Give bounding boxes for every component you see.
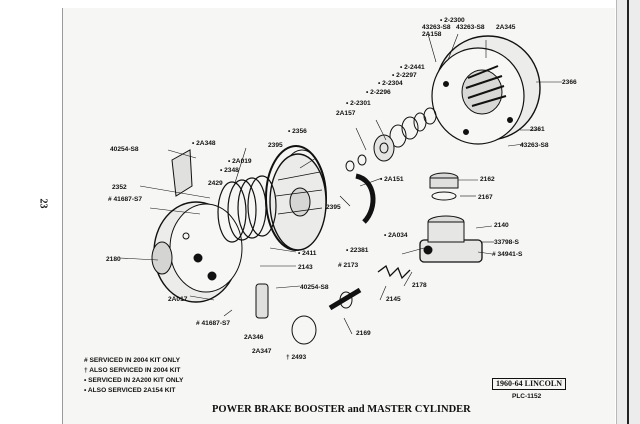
page-edge [616, 0, 640, 424]
part-label: 40254-S8 [110, 146, 139, 153]
part-label: 2A345 [496, 24, 516, 31]
part-label: • 2-2304 [378, 80, 403, 87]
part-label: 2A157 [336, 110, 356, 117]
part-label: 2162 [480, 176, 495, 183]
kit-legend: # SERVICED IN 2004 KIT ONLY † ALSO SERVI… [84, 356, 183, 396]
part-label: • 2348 [220, 167, 239, 174]
part-label: • 2-2301 [346, 100, 371, 107]
part-label: • 2A034 [384, 232, 408, 239]
part-label: • 2411 [298, 250, 317, 257]
part-label: • 2A019 [228, 158, 252, 165]
part-label: • 2A151 [380, 176, 404, 183]
part-label: • 22381 [346, 247, 369, 254]
part-label: 2180 [106, 256, 121, 263]
part-label: 2A346 [244, 334, 264, 341]
figure-caption: POWER BRAKE BOOSTER and MASTER CYLINDER [212, 404, 471, 415]
part-label: 2143 [298, 264, 313, 271]
master-cylinder [419, 172, 483, 263]
bracket-link [171, 149, 193, 197]
part-label: # 34941-S [492, 251, 523, 258]
part-label: • 2-2296 [366, 89, 391, 96]
lever-link [255, 283, 269, 319]
part-label: 2140 [494, 222, 509, 229]
gasket [291, 315, 317, 345]
part-label: 43263-S8 [520, 142, 549, 149]
part-label: 2395 [326, 204, 341, 211]
plate-code: PLC-1152 [512, 393, 542, 400]
part-label: 2145 [386, 296, 401, 303]
power-piston-plate [269, 153, 327, 251]
part-label: 33798-S [494, 239, 519, 246]
seal-ring-stack [345, 107, 437, 172]
part-label: 2361 [530, 126, 545, 133]
part-label: † 2493 [286, 354, 307, 361]
part-label: • 2-2300 [440, 17, 465, 24]
part-label: # 41687-S7 [196, 320, 231, 327]
part-label: 2429 [208, 180, 223, 187]
return-spring [217, 175, 277, 243]
push-rod [328, 287, 362, 311]
part-label: 43263-S8 [422, 24, 451, 31]
part-label: 2395 [268, 142, 283, 149]
part-label: 2178 [412, 282, 427, 289]
part-label: • 2A348 [192, 140, 216, 147]
vacuum-hose [355, 173, 376, 224]
part-label: 2366 [562, 79, 577, 86]
part-label: • 2-2297 [392, 72, 417, 79]
legend-item: # SERVICED IN 2004 KIT ONLY [84, 357, 181, 364]
part-label: 2352 [112, 184, 127, 191]
part-label: # 41687-S7 [108, 196, 143, 203]
legend-item: • ALSO SERVICED 2A154 KIT [84, 387, 176, 394]
piston-spring [377, 264, 411, 280]
legend-item: † ALSO SERVICED IN 2004 KIT [84, 367, 181, 374]
part-label: 2169 [356, 330, 371, 337]
part-label: 43263-S8 [456, 24, 485, 31]
model-year-box: 1960-64 LINCOLN [492, 378, 566, 390]
part-label: • 2356 [288, 128, 307, 135]
piston [339, 291, 353, 309]
front-booster-housing [151, 201, 243, 303]
part-label: • 2-2441 [400, 64, 425, 71]
legend-item: • SERVICED IN 2A200 KIT ONLY [84, 377, 184, 384]
part-label: 2167 [478, 194, 493, 201]
part-label: 2A158 [422, 31, 442, 38]
rear-booster-housing [431, 35, 541, 145]
part-label: 2A347 [252, 348, 272, 355]
part-label: # 2173 [338, 262, 359, 269]
part-label: 2A017 [168, 296, 188, 303]
part-label: 40254-S8 [300, 284, 329, 291]
